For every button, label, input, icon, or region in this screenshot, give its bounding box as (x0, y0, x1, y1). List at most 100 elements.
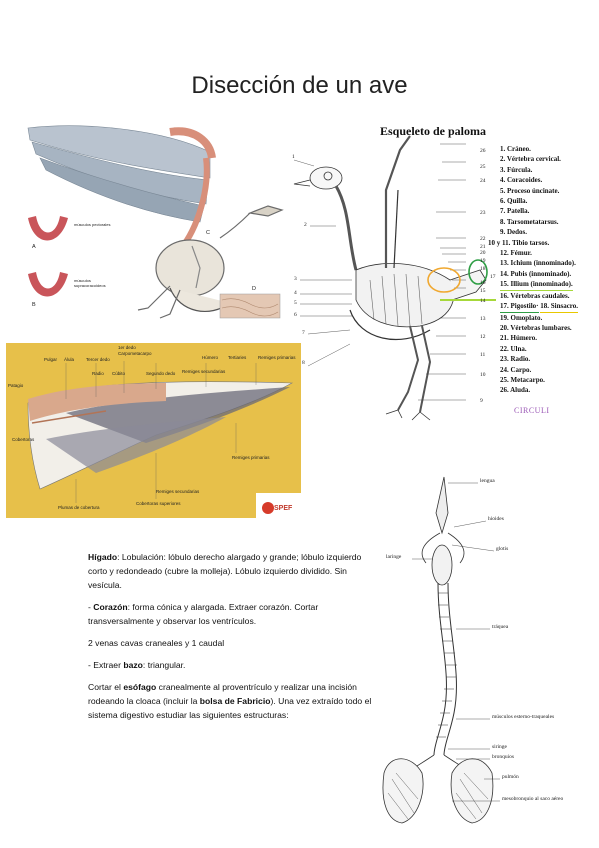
skeleton-num-22: 22 (480, 236, 486, 242)
resp-label-lengua: lengua (480, 478, 495, 484)
figure-label-c: C (206, 230, 210, 236)
skeleton-num-15: 15 (480, 288, 486, 294)
resp-label-glotis: glotis (496, 546, 509, 552)
skeleton-num-6: 6 (294, 312, 297, 318)
wing-label-1er-dedo: 1er dedo (118, 345, 136, 350)
figure-label-d: D (252, 286, 256, 292)
bird-muscle-skeleton-figure: A B C D músculos pectorales músculos sup… (20, 118, 295, 328)
resp-label-mesobronquio: mesobronquio al saco aéreo (502, 796, 564, 802)
legend-item: 22. Ulna. (500, 344, 527, 353)
resp-label-musculos: músculos esterno-traqueales (492, 714, 555, 720)
fabricius-term: bolsa de Fabricio (199, 696, 271, 706)
vena-cava-paragraph: 2 venas cavas craneales y 1 caudal (88, 638, 225, 648)
wing-feather-diagram: Pulgar Álula Tercer dedo Carpometacarpo … (6, 343, 301, 518)
legend-item: 20. Vértebras lumbares. (500, 323, 572, 332)
skeleton-num-17: 17 (490, 274, 496, 280)
skeleton-num-18: 18 (480, 266, 486, 272)
skeleton-num-26: 26 (480, 148, 486, 154)
legend-item: 4. Coracoides. (500, 176, 543, 185)
wing-label-tercer-dedo: Tercer dedo (86, 357, 110, 362)
heart-paragraph: - Corazón: forma cónica y alargada. Extr… (88, 600, 378, 628)
legend-item: 14. Pubis (innominado). (500, 269, 572, 278)
wing-label-tertiaries: Tertiaries (228, 355, 247, 360)
esophagus-prefix: Cortar el (88, 682, 124, 692)
skeleton-num-8: 8 (302, 360, 305, 366)
skeleton-num-5: 5 (294, 300, 297, 306)
resp-label-siringe: siringe (492, 744, 507, 750)
legend-item: 8. Tarsometatarsus. (500, 217, 559, 226)
legend-item: 26. Aluda. (500, 386, 531, 395)
skeleton-num-1: 1 (292, 154, 295, 160)
wing-feather-illustration (27, 361, 301, 518)
resp-label-pulmon: pulmón (502, 774, 519, 780)
spleen-prefix: - Extraer (88, 660, 124, 670)
legend-item: 25. Metacarpo. (500, 375, 545, 384)
legend-item: 19. Omoplato. (500, 313, 543, 322)
muscle-cross-sections (28, 216, 281, 319)
esophagus-paragraph: Cortar el esófago cranealmente al proven… (88, 680, 378, 722)
skeleton-legend: 1. Cráneo. 2. Vértebra cervical. 3. Fúrc… (488, 144, 579, 396)
legend-item: 18. Sinsacro. (540, 301, 579, 313)
spleen-term: bazo (123, 660, 143, 670)
wing-label-alula: Álula (64, 357, 75, 362)
legend-item: 15. Illium (innominado). (500, 279, 573, 291)
wing-label-segundo-dedo: Segundo dedo (146, 371, 176, 376)
skeleton-num-20: 20 (480, 250, 486, 256)
liver-description: : Lobulación: lóbulo derecho alargado y … (88, 552, 362, 590)
pigeon-skeleton-drawing (293, 135, 496, 421)
legend-item: 5. Proceso úncinate. (500, 186, 560, 195)
legend-item: 9. Dedos. (500, 228, 528, 237)
legend-item: 6. Quilla. (500, 197, 528, 206)
wing-label-humero: Húmero (202, 355, 219, 360)
bullet-dash: - (88, 602, 94, 612)
skeleton-num-2: 2 (304, 222, 307, 228)
legend-item: 12. Fémur. (500, 249, 532, 258)
wing-label-cobertoras: Cobertoras (12, 437, 35, 442)
resp-label-laringe: laringe (386, 554, 402, 560)
liver-term: Hígado (88, 552, 118, 562)
wing-label-carpometacarpo: Carpometacarpo (118, 351, 152, 356)
legend-item: 10 y 11. Tibio tarsos. (488, 238, 550, 247)
muscle-label-pectoral: músculos pectorales (74, 222, 111, 227)
skeleton-num-23: 23 (480, 210, 486, 216)
skeleton-num-7: 7 (302, 330, 305, 336)
wing-label-remiges-primarias: Remiges primarias (232, 455, 270, 460)
skeleton-num-13: 13 (480, 316, 486, 322)
skeleton-title: Esqueleto de paloma (380, 124, 487, 138)
skeleton-num-24: 24 (480, 178, 486, 184)
wing-label-remiges-primarias-top: Remiges primarias (258, 355, 296, 360)
skeleton-num-4: 4 (294, 290, 297, 296)
spleen-paragraph: - Extraer bazo: triangular. (88, 658, 378, 672)
wing-label-plumas-cobertura: Plumas de cobertura (58, 505, 100, 510)
wing-shape (27, 381, 294, 490)
esophagus-end: ). Una vez extraído todo el sistema dige… (88, 696, 372, 720)
skeleton-num-14: 14 (480, 298, 486, 304)
respiratory-tract-figure: lengua hioides laringe glotis tráquea mú… (382, 473, 587, 833)
resp-label-bronquios: bronquios (492, 754, 514, 760)
wing-label-radio: Radio (92, 371, 104, 376)
resp-label-traquea: tráquea (492, 624, 509, 630)
esophagus-term: esófago (123, 682, 157, 692)
legend-item: 23. Radio. (500, 355, 531, 364)
wing-label-pulgar: Pulgar (44, 357, 58, 362)
wing-label-cobertoras-superiores: Cobertoras superiores (136, 501, 181, 506)
skeleton-num-19: 19 (480, 258, 486, 264)
figure-label-b: B (32, 302, 36, 308)
legend-item: 24. Carpo. (500, 365, 532, 374)
legend-item: 1. Cráneo. (500, 145, 531, 153)
legend-item: 13. Ichium (innominado). (500, 259, 576, 268)
wing-label-remiges-secundarias: Remiges secundarias (156, 489, 200, 494)
skeleton-num-12: 12 (480, 334, 486, 340)
reference-mark: CIRCULI (514, 406, 550, 415)
skeleton-num-3: 3 (294, 276, 297, 282)
resp-label-hioides: hioides (488, 516, 504, 522)
legend-item: 16. Vértebras caudales. (500, 291, 570, 300)
logo-text: SPEF (274, 505, 293, 512)
wing-label-cubito: Cúbito (112, 371, 126, 376)
wing-feathers (27, 125, 216, 252)
respiratory-tract-drawing (382, 476, 500, 824)
skeleton-num-21: 21 (480, 244, 486, 250)
skeleton-num-11: 11 (480, 352, 486, 358)
legend-item: 17. Pigostilo· (500, 301, 539, 313)
label-leaders (65, 361, 257, 503)
